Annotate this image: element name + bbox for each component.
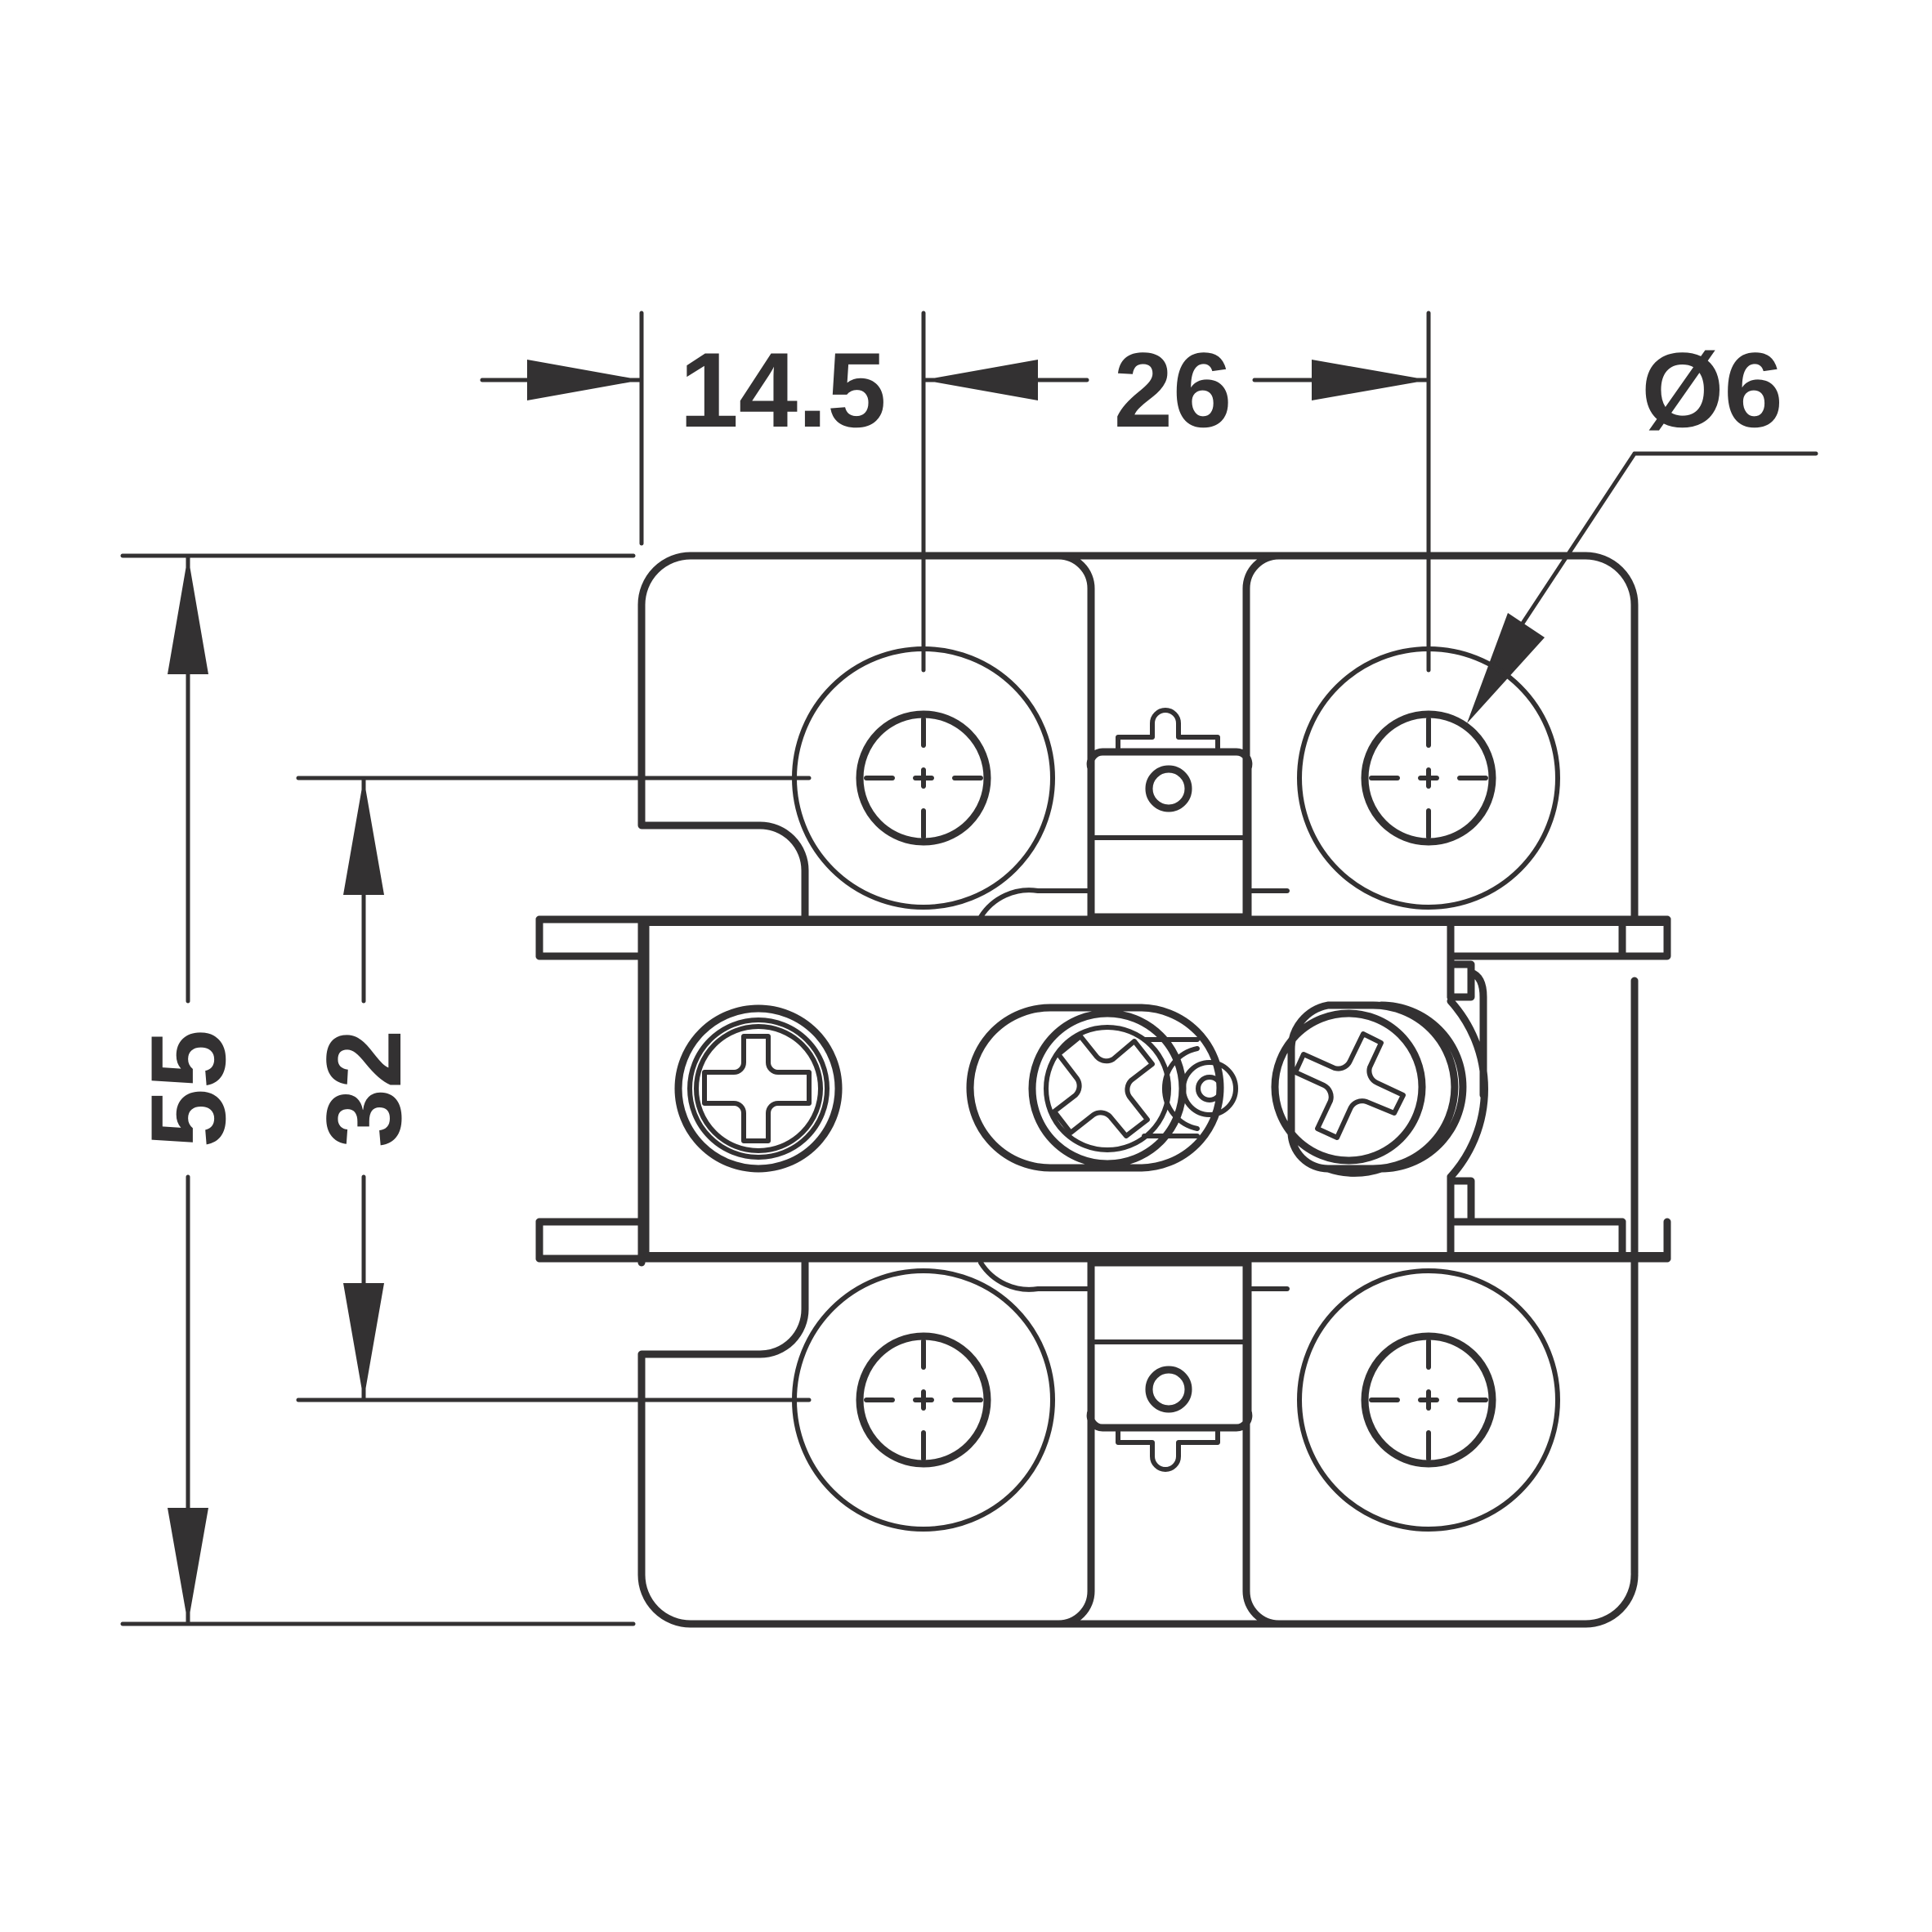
depth-screw-icon — [1271, 1001, 1467, 1177]
arrow-26-right — [1312, 360, 1429, 400]
arrow-26-left — [924, 360, 1038, 400]
hole-bottom-left — [792, 1268, 1055, 1532]
dimension-lines — [120, 311, 1818, 1626]
arrow-32-bottom — [343, 1283, 384, 1400]
arrow-32-top — [343, 778, 384, 895]
arrow-diameter — [1467, 613, 1545, 723]
hole-top-left — [792, 646, 1055, 910]
arrow-14-5 — [527, 360, 642, 400]
label-14-5: 14.5 — [679, 330, 886, 449]
label-26: 26 — [1114, 330, 1232, 449]
eccentric-cam-icon — [966, 1004, 1238, 1172]
arrow-55-top — [168, 556, 208, 674]
dimension-labels: 14.5 26 Ø6 55 32 — [128, 330, 1783, 1147]
hole-bottom-right — [1297, 1268, 1560, 1532]
label-diameter-6: Ø6 — [1641, 330, 1782, 449]
adjustment-screws — [674, 1001, 1467, 1177]
hinge-body — [535, 552, 1671, 1628]
label-55: 55 — [128, 1030, 248, 1148]
hole-top-right — [1297, 646, 1560, 910]
label-32: 32 — [304, 1030, 423, 1148]
arrow-55-bottom — [168, 1508, 208, 1624]
mounting-holes — [792, 646, 1560, 1532]
phillips-screw-icon — [674, 1004, 843, 1173]
